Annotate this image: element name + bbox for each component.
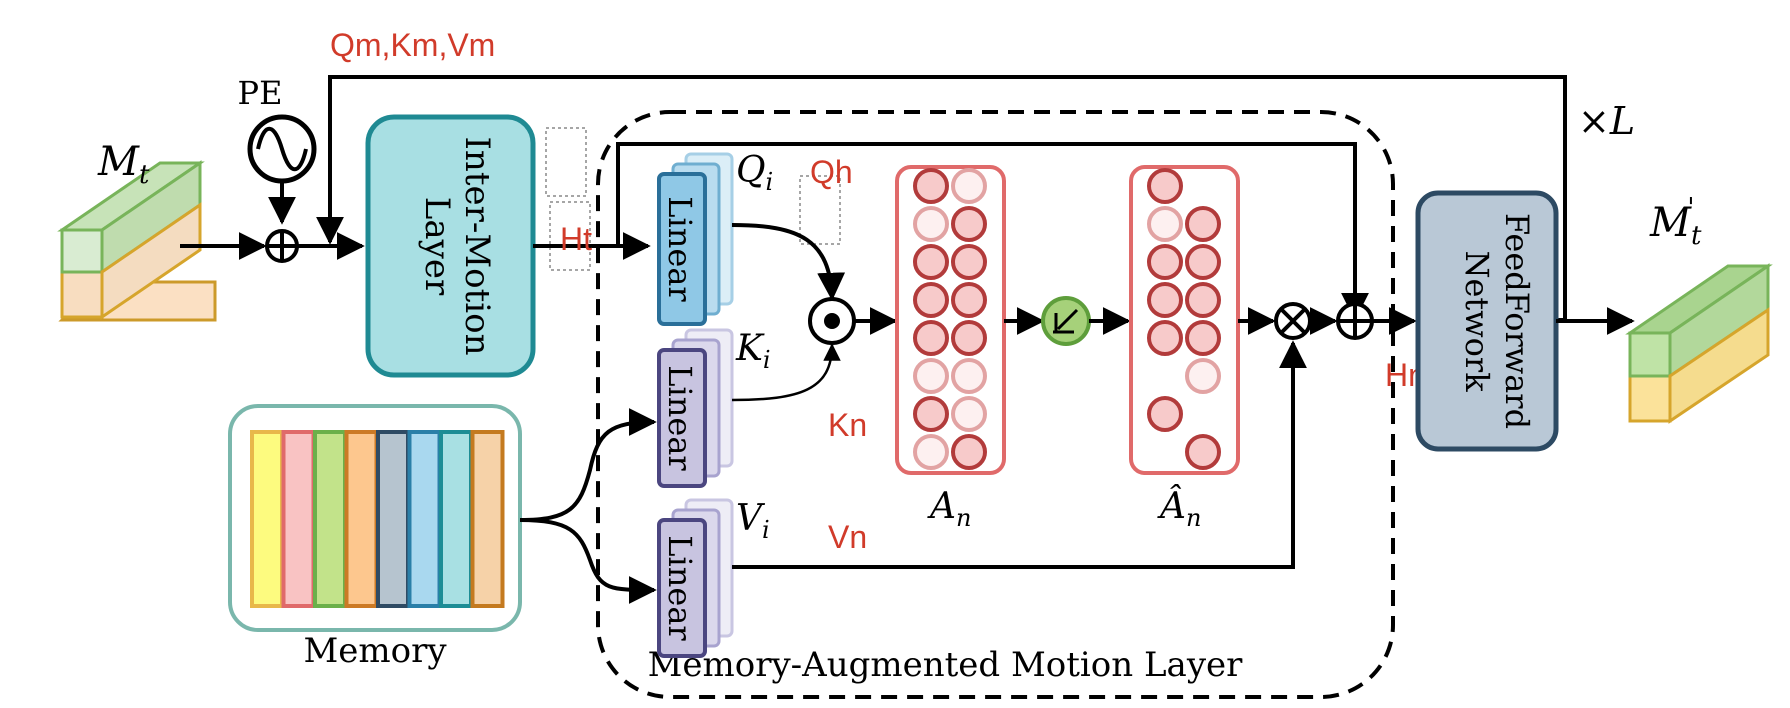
residual-add-icon [1336,302,1374,340]
matrix-cell [951,282,987,318]
times-l-label: ×L [1578,99,1635,143]
memory-slot [376,430,410,608]
memory-slots [250,430,505,608]
memory-slot [313,430,347,608]
ffn-label-2: Network [1458,250,1496,392]
matrix-cell [913,244,949,280]
mam-layer-label: Memory-Augmented Motion Layer [648,645,1244,685]
matrix-cell [951,434,987,470]
linear-v-label: Linear [661,535,699,641]
ffn-label-1: FeedForward [1498,213,1536,429]
qm-km-vm-label: Qm,Km,Vm [330,27,495,63]
inter-motion-label-1: Inter-Motion [457,136,497,355]
linear-q-block [657,152,734,326]
add-operator-icon [265,229,299,263]
matrix-cell [1185,320,1221,356]
matrix-cell [1185,434,1221,470]
matrix-cell [913,320,949,356]
matrix-cell [913,396,949,432]
memory-label: Memory [303,631,447,671]
memory-slot [250,430,284,608]
matrix-cell [951,358,987,394]
mt-label: Mt [97,139,150,190]
matrix-cell [1185,282,1221,318]
memory-slot [407,430,442,608]
matrix-cell [1147,206,1183,242]
matrix-cell [951,396,987,432]
matrix-cell [1147,396,1183,432]
placeholder-box [799,175,841,245]
matrix-cell [951,244,987,280]
memory-slot [344,430,379,608]
matrix-cell [913,282,949,318]
positional-encoding-icon [247,114,317,184]
pe-label: PE [238,74,283,112]
matrix-cell [1185,206,1221,242]
placeholder-box [549,201,591,271]
ahat-label: Ân [1157,485,1201,532]
matrix-cell [951,168,987,204]
output-tensor-mtp [1625,263,1773,424]
qi-label: Qi [736,150,773,196]
vn-label: Vn [828,519,867,555]
mtp-label: Mt' [1649,193,1702,251]
matrix-cell [1185,244,1221,280]
linear-v-block [657,498,734,658]
placeholder-box [545,127,587,197]
kn-label: Kn [828,407,867,443]
ki-label: Ki [735,328,771,374]
attention-matrix-an-cells [913,168,987,470]
matrix-cell [1147,282,1183,318]
ht-label: Ht [560,221,592,257]
attention-matrix-an [895,165,1006,475]
matrix-cell [1147,168,1183,204]
an-label: An [927,486,971,532]
matrix-cell [1185,358,1221,394]
multiply-operator-icon [1274,302,1312,340]
sparse-matrix-ahat [1129,165,1240,475]
matrix-cell [913,168,949,204]
qh-label: Qh [810,154,853,190]
matrix-cell [913,434,949,470]
linear-q-label: Linear [661,196,699,302]
matrix-cell [1147,320,1183,356]
linear-k-label: Linear [661,365,699,471]
top-k-icon [1041,296,1091,346]
memory-slot [281,430,316,608]
matrix-cell [951,320,987,356]
matrix-cell [913,358,949,394]
vi-label: Vi [736,498,770,544]
dot-product-icon [808,297,856,345]
memory-slot [470,430,505,608]
sparse-matrix-ahat-cells [1147,168,1221,470]
matrix-cell [951,206,987,242]
memory-slot [439,430,473,608]
inter-motion-label-2: Layer [417,197,457,296]
input-tensor-mt [57,160,217,322]
matrix-cell [913,206,949,242]
linear-k-block [657,328,734,488]
matrix-cell [1147,244,1183,280]
mam-layer-boundary [596,110,1395,699]
